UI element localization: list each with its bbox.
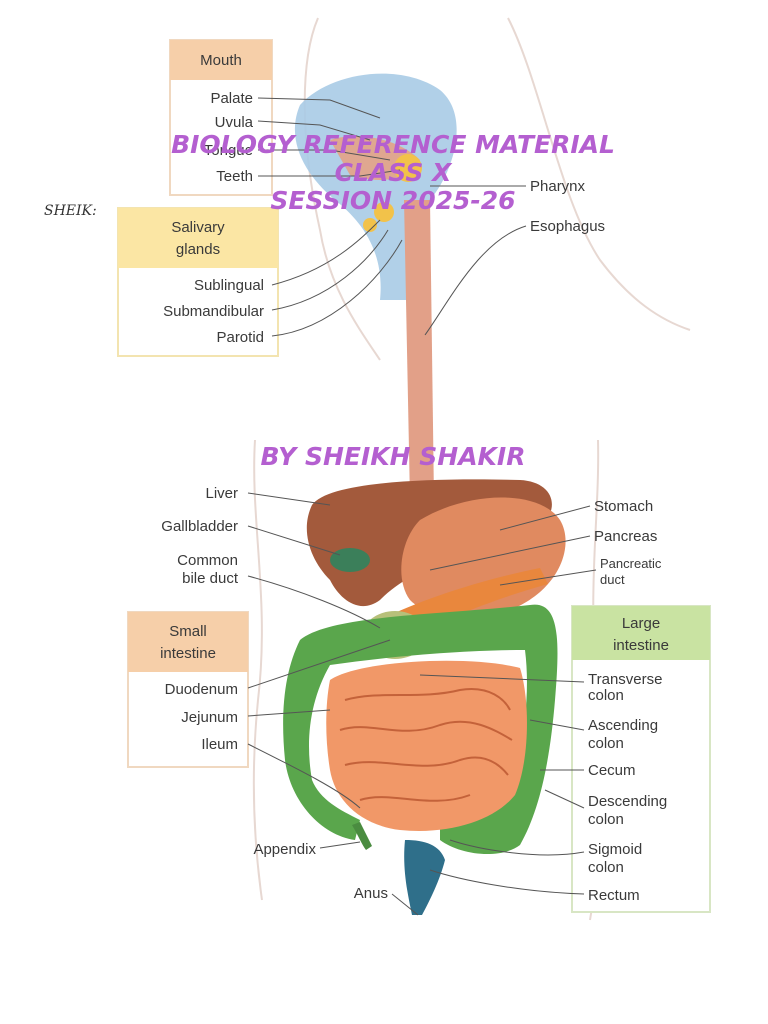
label-uvula: Uvula bbox=[215, 114, 254, 131]
label-transverse-colon-2: colon bbox=[588, 687, 624, 704]
title-line-3: SESSION 2025-26 bbox=[270, 186, 516, 215]
label-sigmoid-colon-2: colon bbox=[588, 859, 624, 876]
large-intestine-items: Transverse colon Ascending colon Cecum D… bbox=[588, 671, 667, 904]
label-pancreas: Pancreas bbox=[594, 528, 657, 545]
salivary-box-header-2: glands bbox=[176, 241, 220, 258]
label-descending-colon-1: Descending bbox=[588, 793, 667, 810]
label-stomach: Stomach bbox=[594, 498, 653, 515]
salivary-items: Sublingual Submandibular Parotid bbox=[163, 277, 264, 346]
author-line: BY SHEIKH SHAKIR bbox=[260, 442, 526, 471]
label-ileum: Ileum bbox=[201, 736, 238, 753]
label-gallbladder: Gallbladder bbox=[161, 518, 238, 535]
mouth-box-header: Mouth bbox=[200, 52, 242, 69]
leader-lines bbox=[247, 97, 597, 916]
gallbladder-organ bbox=[330, 548, 370, 572]
label-pharynx: Pharynx bbox=[530, 178, 586, 195]
salivary-label-box: Salivary glands bbox=[117, 207, 279, 357]
label-parotid: Parotid bbox=[216, 329, 264, 346]
label-duodenum: Duodenum bbox=[165, 681, 238, 698]
label-common-bile-duct-2: bile duct bbox=[182, 570, 239, 587]
large-intestine-box-header-2: intestine bbox=[613, 637, 669, 654]
appendix-organ bbox=[352, 822, 372, 850]
small-intestine-label-box: Small intestine bbox=[127, 611, 249, 768]
mouth-label-box: Mouth bbox=[169, 39, 273, 196]
label-sigmoid-colon-1: Sigmoid bbox=[588, 841, 642, 858]
label-anus: Anus bbox=[354, 885, 388, 902]
large-intestine-box-header-1: Large bbox=[622, 615, 660, 632]
label-common-bile-duct-1: Common bbox=[177, 552, 238, 569]
salivary-box-header-1: Salivary bbox=[171, 219, 225, 236]
label-teeth: Teeth bbox=[216, 168, 253, 185]
label-appendix: Appendix bbox=[253, 841, 316, 858]
label-pancreatic-duct-1: Pancreatic bbox=[600, 556, 662, 571]
label-pancreatic-duct-2: duct bbox=[600, 572, 625, 587]
small-intestine-items: Duodenum Jejunum Ileum bbox=[165, 681, 238, 753]
rectum-organ bbox=[404, 840, 445, 915]
label-tongue: Tongue bbox=[204, 142, 253, 159]
label-liver: Liver bbox=[205, 485, 238, 502]
small-intestine-box-header-2: intestine bbox=[160, 645, 216, 662]
small-intestine-box-header-1: Small bbox=[169, 623, 207, 640]
label-rectum: Rectum bbox=[588, 887, 640, 904]
label-descending-colon-2: colon bbox=[588, 811, 624, 828]
label-palate: Palate bbox=[210, 90, 253, 107]
label-transverse-colon-1: Transverse bbox=[588, 671, 662, 688]
label-ascending-colon-2: colon bbox=[588, 735, 624, 752]
label-ascending-colon-1: Ascending bbox=[588, 717, 658, 734]
label-jejunum: Jejunum bbox=[181, 709, 238, 726]
label-sublingual: Sublingual bbox=[194, 277, 264, 294]
esophagus-tube bbox=[404, 200, 434, 500]
label-cecum: Cecum bbox=[588, 762, 636, 779]
small-intestine-organ bbox=[326, 660, 527, 831]
label-submandibular: Submandibular bbox=[163, 303, 264, 320]
large-intestine-organ bbox=[283, 604, 558, 855]
small-intestine-folds bbox=[339, 688, 513, 802]
label-esophagus: Esophagus bbox=[530, 218, 605, 235]
title-line-2: CLASS X bbox=[334, 158, 452, 187]
title-line-1: BIOLOGY REFERENCE MATERIAL bbox=[171, 130, 615, 159]
free-labels: Pharynx Esophagus Liver Gallbladder Comm… bbox=[161, 178, 662, 902]
mouth-items: Palate Uvula Tongue Teeth bbox=[204, 90, 254, 185]
side-text: SHEIK: bbox=[44, 203, 97, 219]
large-intestine-label-box: Large intestine bbox=[571, 605, 711, 913]
